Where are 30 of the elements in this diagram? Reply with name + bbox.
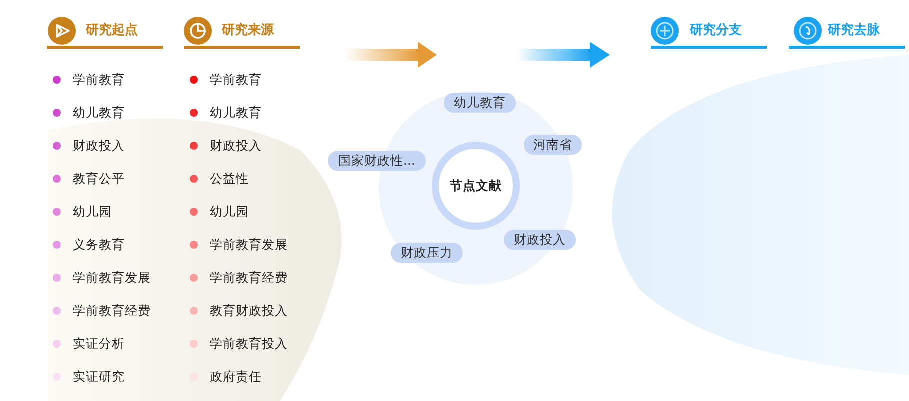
keyword-text: 教育公平: [73, 171, 125, 187]
section-heading: 研究起点: [86, 22, 138, 40]
keyword-pill: 国家财政性...: [328, 151, 426, 171]
keyword-pill: 财政投入: [504, 230, 576, 250]
keyword-text: 教育财政投入: [210, 303, 288, 319]
section-heading: 研究去脉: [828, 22, 880, 40]
keyword-text: 幼儿园: [73, 204, 112, 220]
keyword-pill: 幼儿教育: [444, 93, 516, 113]
keyword-text: 财政投入: [73, 138, 125, 154]
keyword-text: 学前教育经费: [73, 303, 151, 319]
keyword-text: 幼儿教育: [73, 105, 125, 121]
keyword-text: 公益性: [210, 171, 249, 187]
keyword-text: 财政投入: [210, 138, 262, 154]
section-heading: 研究分支: [690, 22, 742, 40]
keyword-text: 学前教育发展: [73, 270, 151, 286]
keyword-text: 学前教育投入: [210, 336, 288, 352]
keyword-text: 学前教育: [210, 72, 262, 88]
keyword-text: 学前教育经费: [210, 270, 288, 286]
keyword-text: 实证研究: [73, 369, 125, 385]
keyword-pill: 财政压力: [391, 243, 463, 263]
keyword-text: 学前教育: [73, 72, 125, 88]
section-heading: 研究来源: [222, 22, 274, 40]
keyword-text: 幼儿园: [210, 204, 249, 220]
keyword-text: 义务教育: [73, 237, 125, 253]
keyword-text: 实证分析: [73, 336, 125, 352]
center-circle: 节点文献: [432, 142, 520, 230]
keyword-text: 政府责任: [210, 369, 262, 385]
keyword-text: 幼儿教育: [210, 105, 262, 121]
keyword-pill: 河南省: [524, 135, 582, 155]
keyword-text: 学前教育发展: [210, 237, 288, 253]
